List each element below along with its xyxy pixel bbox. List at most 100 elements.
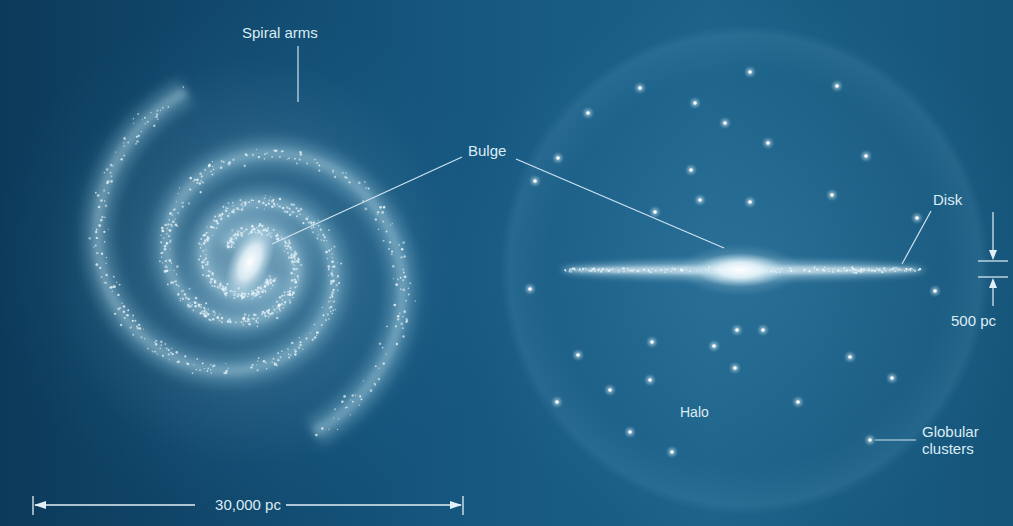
star — [296, 163, 298, 165]
leader-line — [516, 159, 724, 248]
halo — [500, 25, 990, 515]
star — [572, 267, 574, 269]
star — [174, 208, 176, 210]
star — [332, 270, 334, 272]
star — [920, 268, 922, 270]
arrowhead — [989, 250, 997, 260]
star — [878, 270, 879, 271]
star — [210, 171, 211, 172]
star — [160, 110, 161, 111]
star — [661, 270, 662, 271]
star — [166, 233, 168, 235]
star — [862, 271, 863, 272]
globular-cluster-glow — [636, 84, 644, 92]
star — [325, 251, 328, 254]
star — [310, 221, 312, 223]
star — [127, 142, 129, 144]
star — [328, 229, 330, 231]
star — [570, 270, 572, 272]
star — [161, 229, 164, 232]
star — [664, 269, 665, 270]
dimension-line — [978, 212, 1008, 306]
star — [341, 400, 344, 403]
star — [401, 248, 404, 251]
galaxy-glow — [45, 57, 455, 467]
globular-cluster-glow — [651, 208, 659, 216]
star — [847, 269, 848, 270]
star — [256, 364, 257, 365]
star — [178, 285, 180, 287]
star — [164, 245, 166, 247]
star — [257, 369, 259, 371]
star — [570, 271, 571, 272]
globular-cluster-glow — [931, 287, 939, 295]
star — [405, 318, 408, 321]
star — [803, 269, 805, 271]
star — [177, 361, 180, 364]
spiral-arms — [88, 86, 416, 436]
star — [600, 271, 602, 273]
star — [397, 318, 400, 321]
star — [333, 246, 335, 248]
star — [849, 270, 851, 272]
star — [671, 268, 673, 270]
part-label: Halo — [680, 404, 709, 421]
star — [808, 270, 810, 272]
star — [132, 316, 133, 317]
star — [594, 271, 596, 273]
star — [107, 180, 110, 183]
star — [843, 267, 845, 269]
star — [103, 231, 105, 233]
star — [326, 240, 327, 241]
globular-cluster — [864, 154, 868, 158]
star — [210, 364, 212, 366]
star — [910, 269, 912, 271]
star — [187, 363, 189, 365]
star — [192, 372, 194, 374]
star — [838, 269, 839, 270]
star — [890, 268, 892, 270]
star — [638, 270, 640, 272]
globular-cluster — [689, 168, 693, 172]
star — [202, 182, 204, 184]
star — [299, 159, 301, 161]
star — [331, 253, 332, 254]
star — [317, 220, 318, 221]
star — [337, 429, 338, 430]
star — [402, 241, 405, 244]
star — [160, 234, 161, 235]
star — [271, 156, 273, 158]
star — [648, 271, 650, 273]
star — [863, 268, 865, 270]
spiral-arm-glow — [166, 153, 402, 432]
globular-cluster — [748, 70, 752, 74]
star — [337, 262, 338, 263]
star — [323, 314, 325, 316]
star — [290, 354, 292, 356]
star — [838, 270, 839, 271]
globular-cluster — [735, 328, 739, 332]
star — [400, 323, 403, 326]
star — [164, 248, 167, 251]
star — [330, 272, 332, 274]
star — [358, 404, 360, 406]
star — [344, 176, 346, 178]
star — [379, 206, 382, 209]
star — [99, 267, 101, 269]
globular-cluster-glow — [626, 428, 634, 436]
star — [204, 169, 206, 171]
star — [279, 156, 281, 158]
arrowhead — [34, 501, 46, 509]
star — [403, 310, 406, 313]
star — [333, 300, 335, 302]
globular-cluster-glow — [759, 326, 767, 334]
star — [103, 189, 105, 191]
star — [360, 398, 362, 400]
star — [212, 161, 213, 162]
star — [395, 325, 397, 327]
star — [312, 338, 314, 340]
star — [288, 354, 289, 355]
star — [323, 234, 325, 236]
star — [905, 271, 906, 272]
globular-cluster-glow — [606, 386, 614, 394]
